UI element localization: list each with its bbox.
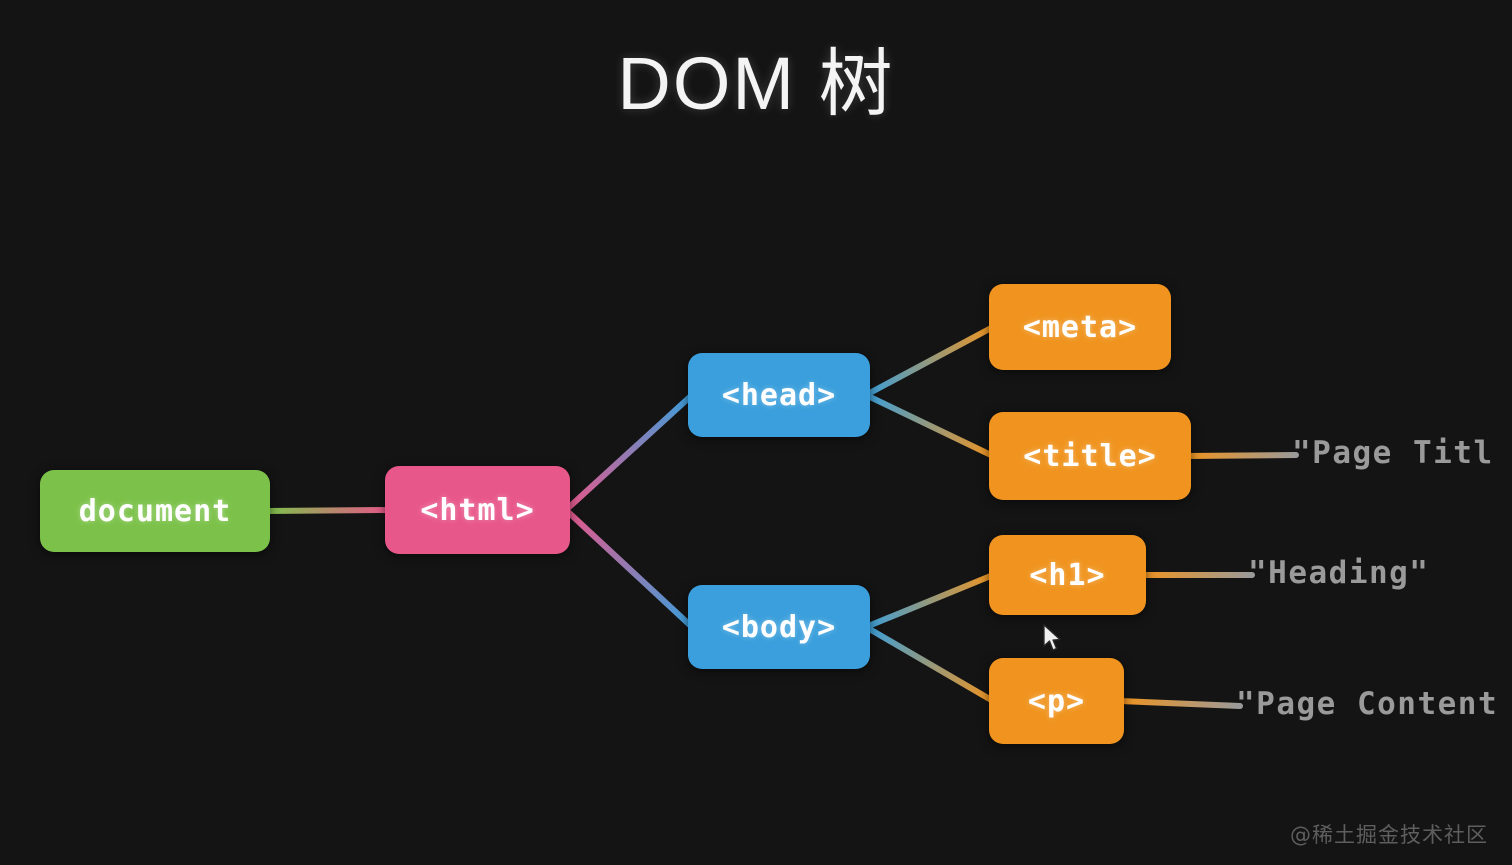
dom-node-h1[interactable]: <h1> [989,535,1146,615]
dom-node-p[interactable]: <p> [989,658,1124,744]
edge-html-to-head [563,392,695,513]
dom-node-body[interactable]: <body> [688,585,870,669]
edge-document-to-html [263,507,392,514]
dom-node-title[interactable]: <title> [989,412,1191,500]
edge-p-to-content-text [1117,698,1243,709]
edge-title-to-title-text [1184,452,1299,459]
page-title: DOM 树 [617,42,895,125]
dom-node-head[interactable]: <head> [688,353,870,437]
watermark: @稀土掘金技术社区 [1290,823,1488,847]
dom-node-meta[interactable]: <meta> [989,284,1171,370]
edge-body-to-p [863,624,996,704]
mouse-cursor-icon [1043,624,1061,651]
edge-body-to-h1 [863,572,996,630]
dom-text-content-text: "Page Content [1236,686,1499,722]
edge-html-to-body [563,507,695,630]
edge-head-to-title [863,392,996,459]
dom-text-title-text: "Page Titl [1292,435,1494,471]
edge-head-to-meta [863,324,996,398]
dom-node-document[interactable]: document [40,470,270,552]
dom-text-heading-text: "Heading" [1248,555,1430,591]
dom-node-html[interactable]: <html> [385,466,570,554]
